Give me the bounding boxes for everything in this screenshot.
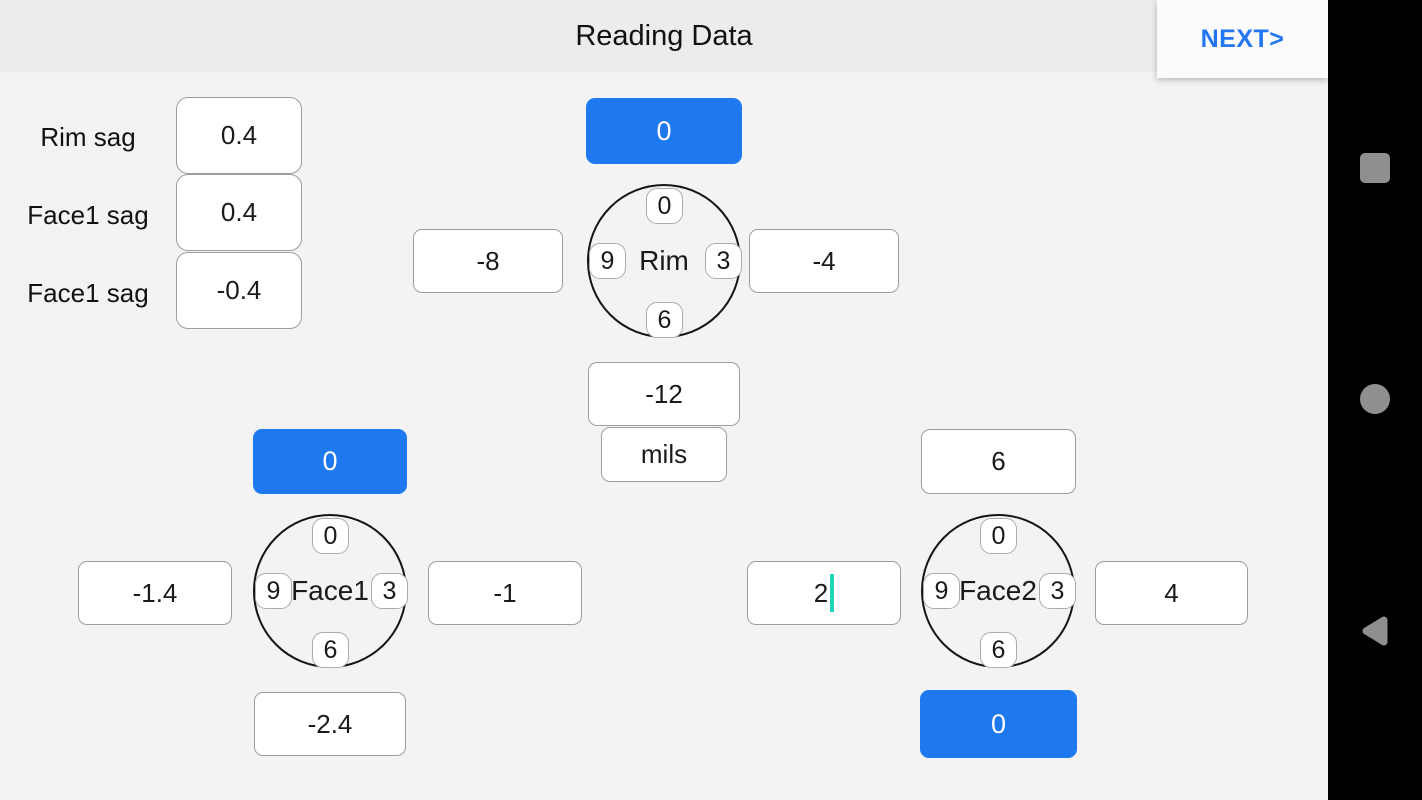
back-triangle-icon[interactable] (1356, 611, 1394, 651)
rim-reading-left-input[interactable]: -8 (413, 229, 563, 293)
face1-sag-input-2[interactable]: -0.4 (176, 252, 302, 329)
recents-square-icon[interactable] (1360, 153, 1390, 183)
face2-reading-left-input[interactable]: 2 (747, 561, 901, 625)
rim-sag-input[interactable]: 0.4 (176, 97, 302, 174)
text-cursor (830, 574, 835, 612)
app-bar: Reading Data (0, 0, 1328, 72)
face2-dial-pos-9[interactable]: 9 (923, 573, 960, 609)
face1-sag-label-2: Face1 sag (27, 277, 149, 308)
face2-reading-left-value: 2 (813, 577, 829, 608)
face1-sag-label: Face1 sag (27, 199, 149, 230)
rim-dial-pos-0[interactable]: 0 (646, 188, 683, 224)
page-title: Reading Data (575, 19, 753, 52)
home-circle-icon[interactable] (1360, 384, 1390, 414)
face2-gauge-name: Face2 (959, 575, 1037, 606)
face1-reading-right-input[interactable]: -1 (428, 561, 582, 625)
rim-zero-button[interactable]: 0 (586, 98, 742, 164)
face1-dial-pos-3[interactable]: 3 (371, 573, 408, 609)
face2-zero-button[interactable]: 0 (920, 690, 1077, 758)
rim-reading-bottom-input[interactable]: -12 (588, 362, 740, 426)
face1-dial-pos-0[interactable]: 0 (312, 518, 349, 554)
rim-gauge-name: Rim (639, 245, 689, 276)
face1-reading-bottom-input[interactable]: -2.4 (254, 692, 406, 756)
face1-sag-input[interactable]: 0.4 (176, 174, 302, 251)
rim-sag-label: Rim sag (40, 121, 136, 152)
rim-dial-pos-9[interactable]: 9 (589, 243, 626, 279)
face1-dial-pos-6[interactable]: 6 (312, 632, 349, 668)
face2-dial-pos-6[interactable]: 6 (980, 632, 1017, 668)
next-button[interactable]: NEXT> (1157, 0, 1328, 78)
face1-dial-pos-9[interactable]: 9 (255, 573, 292, 609)
face1-gauge-name: Face1 (291, 575, 369, 606)
face1-reading-left-input[interactable]: -1.4 (78, 561, 232, 625)
rim-dial-pos-6[interactable]: 6 (646, 302, 683, 338)
face1-zero-button[interactable]: 0 (253, 429, 407, 494)
rim-reading-right-input[interactable]: -4 (749, 229, 899, 293)
android-nav-bar (1328, 0, 1422, 800)
face2-reading-right-input[interactable]: 4 (1095, 561, 1248, 625)
face2-dial-pos-3[interactable]: 3 (1039, 573, 1076, 609)
face2-reading-top-input[interactable]: 6 (921, 429, 1076, 494)
units-selector[interactable]: mils (601, 427, 727, 482)
rim-dial-pos-3[interactable]: 3 (705, 243, 742, 279)
face2-dial-pos-0[interactable]: 0 (980, 518, 1017, 554)
